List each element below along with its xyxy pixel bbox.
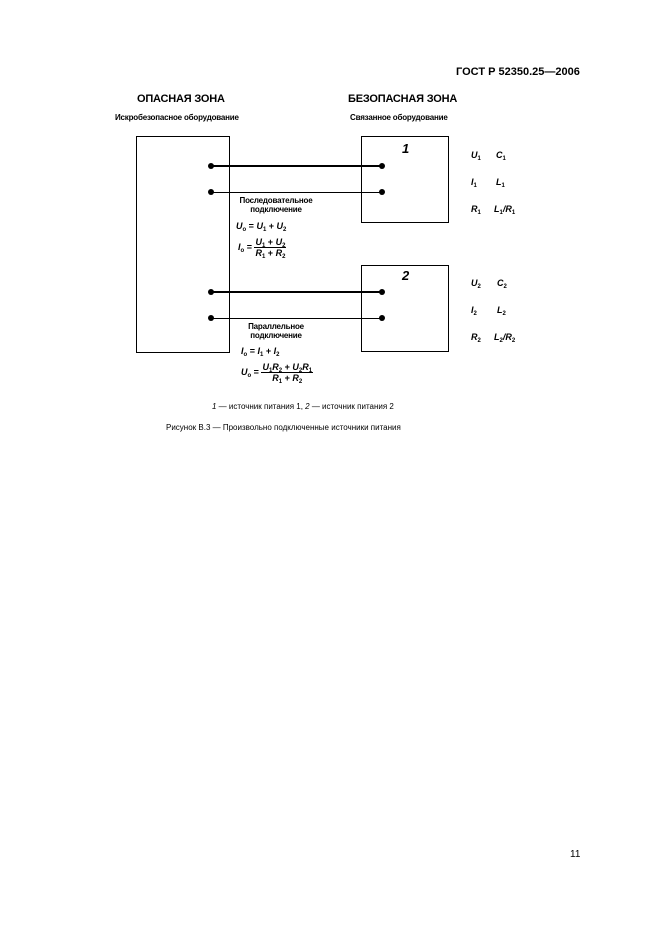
series-connection-label: Последовательное подключение <box>232 196 320 214</box>
terminal-dot <box>208 163 214 169</box>
figure-caption: Рисунок В.3 — Произвольно подключенные и… <box>166 423 401 432</box>
power-source-1-box <box>361 136 449 223</box>
wire-series-top <box>211 165 382 167</box>
param-l1-r1: L1/R1 <box>494 204 516 216</box>
document-standard-number: ГОСТ Р 52350.25—2006 <box>456 66 580 78</box>
intrinsically-safe-equipment-box <box>136 136 230 353</box>
wire-parallel-top <box>211 291 382 293</box>
parallel-current-formula: Io = I1 + I2 <box>241 346 280 358</box>
safe-zone-subtitle: Связанное оборудование <box>350 113 448 122</box>
param-u1: U1 <box>471 150 481 162</box>
param-r2: R2 <box>471 332 481 344</box>
terminal-dot <box>208 289 214 295</box>
terminal-dot <box>208 315 214 321</box>
param-c2: C2 <box>497 278 507 290</box>
terminal-dot <box>379 163 385 169</box>
param-r1: R1 <box>471 204 481 216</box>
terminal-dot <box>379 315 385 321</box>
parallel-label-line2: подключение <box>250 331 302 340</box>
terminal-dot <box>379 289 385 295</box>
series-label-line2: подключение <box>250 205 302 214</box>
param-l1: L1 <box>496 177 505 189</box>
terminal-dot <box>208 189 214 195</box>
series-voltage-formula: Uo = U1 + U2 <box>236 221 287 233</box>
wire-series-bottom <box>211 192 382 193</box>
wire-parallel-bottom <box>211 318 382 319</box>
param-l2: L2 <box>497 305 506 317</box>
hazardous-zone-subtitle: Искробезопасное оборудование <box>115 113 239 122</box>
param-l2-r2: L2/R2 <box>494 332 516 344</box>
source-1-number: 1 <box>402 141 410 156</box>
page-number: 11 <box>570 849 581 860</box>
param-i2: I2 <box>471 305 477 317</box>
parallel-label-line1: Параллельное <box>248 322 304 331</box>
series-label-line1: Последовательное <box>239 196 313 205</box>
param-c1: C1 <box>496 150 506 162</box>
power-source-2-box <box>361 265 449 352</box>
hazardous-zone-title: ОПАСНАЯ ЗОНА <box>137 93 225 105</box>
safe-zone-title: БЕЗОПАСНАЯ ЗОНА <box>348 93 458 105</box>
param-i1: I1 <box>471 177 477 189</box>
source-2-number: 2 <box>402 268 410 283</box>
figure-legend: 1 — источник питания 1, 2 — источник пит… <box>212 402 394 411</box>
parallel-connection-label: Параллельное подключение <box>232 322 320 340</box>
terminal-dot <box>379 189 385 195</box>
param-u2: U2 <box>471 278 481 290</box>
